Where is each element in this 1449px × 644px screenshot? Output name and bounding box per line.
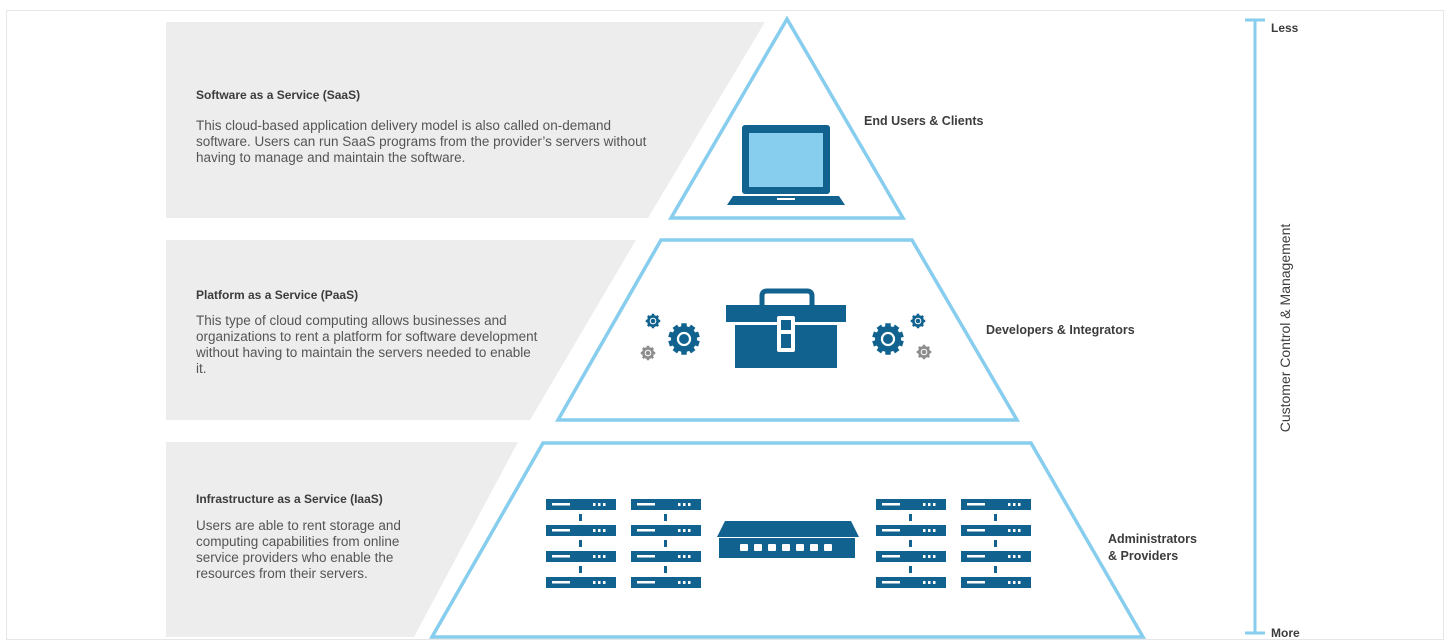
saas-panel [166,22,765,218]
paas-title: Platform as a Service (PaaS) [196,288,359,302]
switch-port [824,544,832,551]
server-rack-icon [876,499,946,588]
gears-right-icon [872,313,932,360]
scale-bottom-label: More [1271,626,1300,640]
server-rack-icon [546,499,616,588]
server-racks-right-icon [876,499,1031,588]
iaas-panel [166,442,518,637]
iaas-audience: Administrators & Providers [1108,531,1197,565]
switch-port [754,544,762,551]
iaas-audience-line2: & Providers [1108,549,1179,563]
saas-title: Software as a Service (SaaS) [196,88,361,102]
server-rack-icon [631,499,701,588]
iaas-description: Users are able to rent storage and compu… [196,518,401,581]
saas-audience: End Users & Clients [864,114,984,128]
paas-description: This type of cloud computing allows busi… [196,313,538,376]
gear-icon [916,344,932,360]
iaas-title: Infrastructure as a Service (IaaS) [196,492,383,506]
saas-description: This cloud-based application delivery mo… [196,118,647,165]
switch-port [768,544,776,551]
saas-tier [667,15,907,220]
switch-port [796,544,804,551]
iaas-audience-line1: Administrators [1108,532,1197,546]
switch-port [782,544,790,551]
scale-title: Customer Control & Management [1277,223,1293,433]
switch-port [740,544,748,551]
gear-icon [872,323,904,355]
paas-panel [166,240,636,420]
gear-icon [640,345,656,361]
toolbox-icon [726,288,846,368]
paas-audience: Developers & Integrators [986,323,1135,337]
switch-port [810,544,818,551]
gears-left-icon [640,313,700,361]
gear-icon [910,313,926,329]
scale-top-label: Less [1271,21,1299,35]
gear-icon [645,313,661,329]
gear-icon [668,323,700,355]
laptop-icon [727,125,845,205]
control-scale [1245,18,1265,635]
server-rack-icon [961,499,1031,588]
server-racks-left-icon [546,499,701,588]
network-switch-icon [717,521,859,558]
